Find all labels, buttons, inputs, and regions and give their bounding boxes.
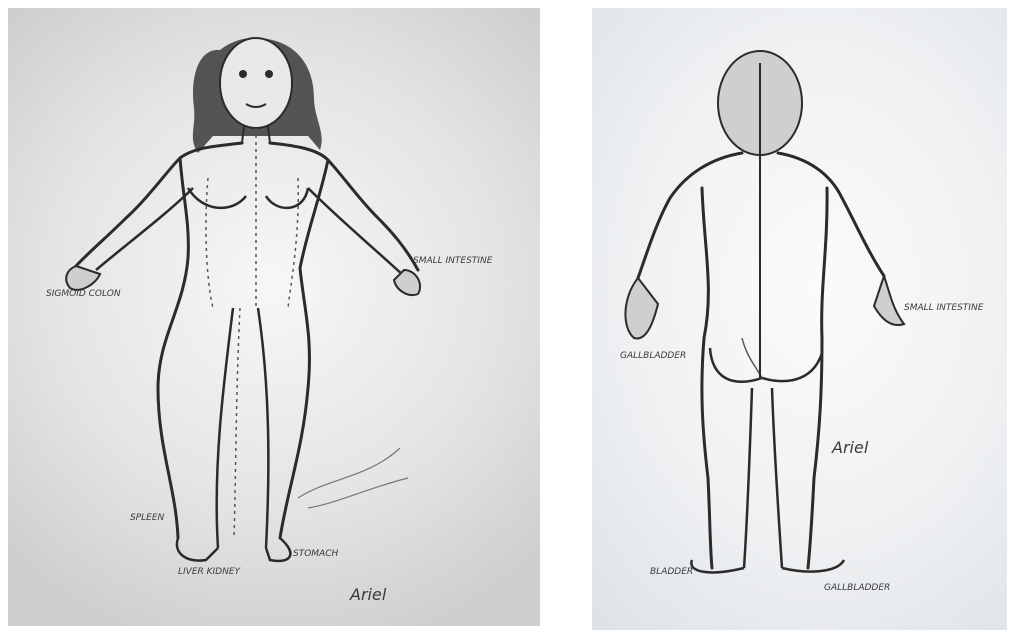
label-small-intestine: SMALL INTESTINE bbox=[413, 256, 493, 266]
label-sigmoid-colon: SIGMOID COLON bbox=[46, 289, 121, 299]
label-small-intestine-back: SMALL INTESTINE bbox=[904, 303, 984, 313]
front-signature: Ariel bbox=[349, 585, 387, 604]
label-bladder: BLADDER bbox=[650, 567, 693, 577]
front-hand-left bbox=[66, 266, 100, 290]
back-feet bbox=[691, 560, 844, 572]
front-figure-drawing: SIGMOID COLON SMALL INTESTINE SPLEEN STO… bbox=[8, 8, 540, 626]
back-signature: Ariel bbox=[831, 438, 869, 457]
front-feet bbox=[177, 538, 290, 561]
back-hand-right bbox=[874, 276, 904, 325]
label-liver-kidney: LIVER KIDNEY bbox=[178, 567, 242, 577]
front-body-outline bbox=[76, 143, 418, 538]
label-stomach: STOMACH bbox=[293, 549, 339, 559]
back-figure-drawing: GALLBLADDER SMALL INTESTINE BLADDER GALL… bbox=[592, 8, 1007, 630]
front-head bbox=[220, 38, 292, 128]
label-gallbladder-back: GALLBLADDER bbox=[620, 351, 686, 361]
back-hand-left bbox=[625, 278, 658, 338]
back-body-sketch: GALLBLADDER SMALL INTESTINE BLADDER GALL… bbox=[592, 8, 1007, 630]
front-body-sketch: SIGMOID COLON SMALL INTESTINE SPLEEN STO… bbox=[8, 8, 540, 626]
label-spleen: SPLEEN bbox=[130, 513, 165, 523]
front-hand-right bbox=[394, 270, 420, 295]
label-gallbladder-foot: GALLBLADDER bbox=[824, 583, 890, 593]
